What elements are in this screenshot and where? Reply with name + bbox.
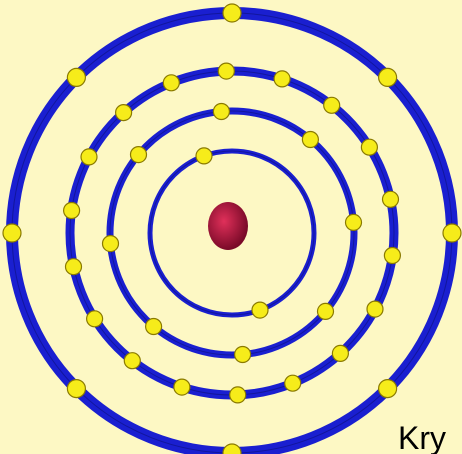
nucleus-icon xyxy=(208,202,248,250)
electron-icon xyxy=(302,132,318,148)
electron-icon xyxy=(218,63,234,79)
electron-icon xyxy=(223,444,241,454)
electron-icon xyxy=(252,302,268,318)
electron-icon xyxy=(67,68,85,86)
electron-icon xyxy=(124,353,140,369)
electron-icon xyxy=(443,224,461,242)
electron-icon xyxy=(196,148,212,164)
electron-icon xyxy=(384,248,400,264)
electron-icon xyxy=(131,147,147,163)
electron-icon xyxy=(274,71,290,87)
electron-icon xyxy=(103,236,119,252)
electron-icon xyxy=(174,379,190,395)
electron-icon xyxy=(66,259,82,275)
electron-icon xyxy=(116,105,132,121)
electron-icon xyxy=(64,203,80,219)
electron-icon xyxy=(67,380,85,398)
electron-icon xyxy=(383,191,399,207)
electron-icon xyxy=(324,97,340,113)
electron-icon xyxy=(223,4,241,22)
electron-icon xyxy=(367,301,383,317)
element-name-label: Kry xyxy=(398,418,446,454)
electron-icon xyxy=(379,380,397,398)
electron-icon xyxy=(81,149,97,165)
electron-icon xyxy=(361,139,377,155)
electron-icon xyxy=(379,68,397,86)
electron-icon xyxy=(346,214,362,230)
electron-icon xyxy=(163,75,179,91)
electron-icon xyxy=(230,387,246,403)
electron-icon xyxy=(213,104,229,120)
electron-icon xyxy=(318,303,334,319)
electron-icon xyxy=(146,319,162,335)
electron-icon xyxy=(332,345,348,361)
electron-icon xyxy=(285,375,301,391)
electron-icon xyxy=(3,224,21,242)
electron-icon xyxy=(87,311,103,327)
electron-icon xyxy=(235,347,251,363)
